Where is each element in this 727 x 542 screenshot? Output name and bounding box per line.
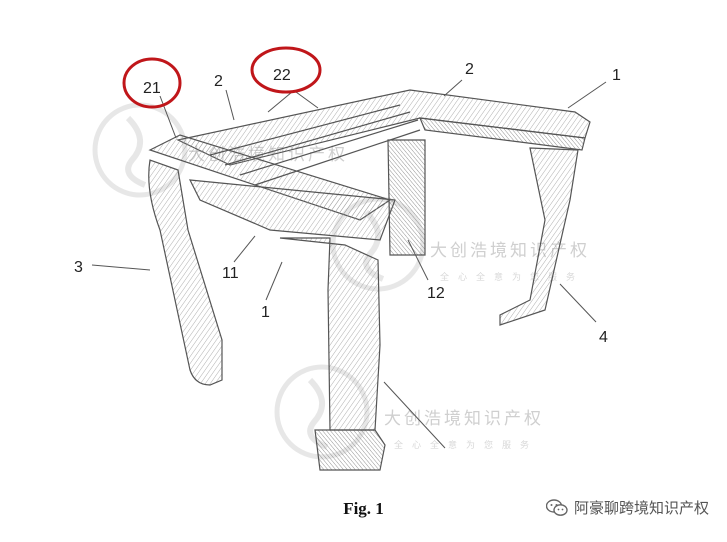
account-badge: 阿豪聊跨境知识产权 <box>545 497 709 518</box>
ref-label-4: 4 <box>599 329 608 346</box>
account-name: 阿豪聊跨境知识产权 <box>573 499 709 517</box>
watermark-sub-middle: 全心全意为您服务 <box>440 271 584 283</box>
highlight-circle-22 <box>250 46 322 94</box>
figure-caption: Fig. 1 <box>343 499 384 518</box>
ref-label-11: 11 <box>222 265 239 282</box>
ref-label-3: 3 <box>74 259 83 276</box>
ref-label-12: 12 <box>427 285 445 302</box>
ref-label-2-left: 2 <box>214 73 223 90</box>
ref-label-2-right: 2 <box>465 61 474 78</box>
ref-label-22: 22 <box>273 67 291 84</box>
ref-label-1-bottom: 1 <box>261 304 270 321</box>
ref-label-1-top: 1 <box>612 67 621 84</box>
table-drawing <box>148 89 591 471</box>
watermark-text-middle: 大创浩境知识产权 <box>430 241 590 261</box>
watermark-text-bottom: 大创浩境知识产权 <box>384 409 544 429</box>
leader-lines <box>91 79 607 449</box>
watermark-sub-bottom: 全心全意为您服务 <box>394 439 538 451</box>
ref-label-21: 21 <box>143 80 161 97</box>
highlight-circle-21 <box>122 57 182 109</box>
wechat-icon <box>545 498 568 516</box>
